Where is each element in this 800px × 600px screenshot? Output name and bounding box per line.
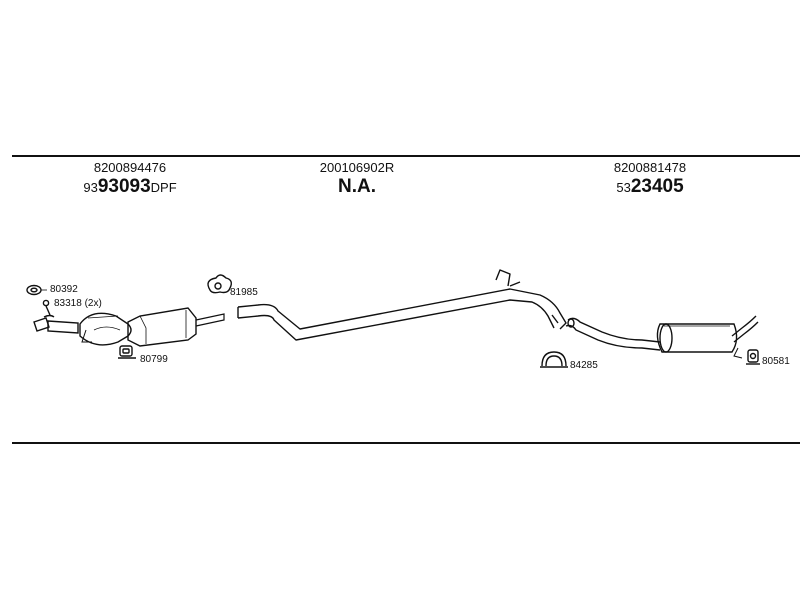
label-rear-clamp: 84285	[570, 360, 598, 371]
label-ring-clamp: 81985	[230, 287, 258, 298]
middle-pipe-part-number: N.A.	[338, 176, 376, 197]
rear-silencer-part-number: 5323405	[616, 176, 684, 197]
section-catalyst-header: 8200894476 9393093DPF	[55, 160, 205, 198]
label-rear-mount: 80581	[762, 356, 790, 367]
middle-pipe-icon	[237, 269, 567, 341]
rear-silencer-icon	[565, 315, 759, 359]
catalyst-part-number: 9393093DPF	[83, 176, 177, 197]
ring-clamp-icon	[207, 274, 233, 294]
bottom-divider	[12, 442, 800, 444]
rear-clamp-icon	[540, 351, 568, 368]
section-middle-pipe-header: 200106902R N.A.	[282, 160, 432, 198]
catalyst-oe-number: 8200894476	[93, 160, 167, 175]
label-front-mount: 80799	[140, 354, 168, 365]
clamp-bolt-icon	[42, 299, 55, 318]
middle-pipe-oe-number: 200106902R	[319, 160, 395, 175]
catalyst-dpf-icon	[33, 307, 225, 347]
top-divider	[12, 155, 800, 157]
section-rear-silencer-header: 8200881478 5323405	[575, 160, 725, 198]
label-gasket: 80392	[50, 284, 78, 295]
front-mount-icon	[118, 345, 136, 359]
rear-mount-icon	[746, 349, 760, 365]
gasket-icon	[26, 284, 47, 296]
rear-silencer-oe-number: 8200881478	[613, 160, 687, 175]
label-clamp-bolt: 83318 (2x)	[54, 298, 102, 309]
